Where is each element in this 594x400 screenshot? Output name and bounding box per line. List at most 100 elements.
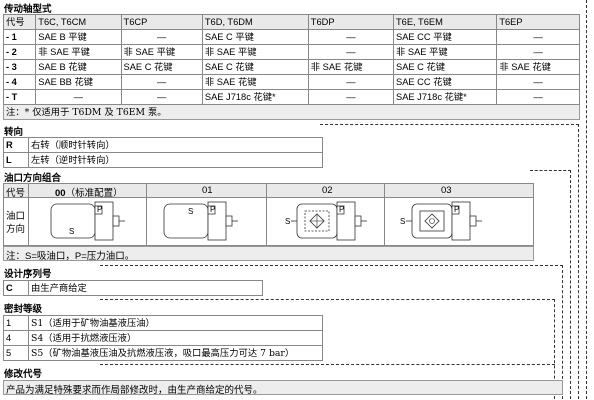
connector-line [586, 0, 587, 399]
connector-line [554, 299, 555, 399]
table-cell: - 4 [2, 74, 37, 90]
table-row: 1 S1（适用于矿物油基液压油） [3, 315, 323, 331]
divider [3, 245, 534, 246]
table-cell: L [3, 152, 29, 168]
port-s-label: S [285, 217, 290, 226]
header-cell: T6C, T6CM [35, 14, 122, 30]
port-option-02: 02 [322, 185, 333, 196]
divider [384, 183, 385, 245]
port-row-label-1: 油口 [6, 211, 26, 222]
port-s-label: S [400, 217, 405, 226]
table-cell: S1（适用于矿物油基液压油） [28, 315, 323, 331]
rotation-title: 转向 [4, 127, 24, 138]
table-cell: 非 SAE 平键 [201, 44, 309, 60]
table-cell: 非 SAE 平键 [120, 44, 203, 60]
table-row: C 由生产商给定 [3, 280, 263, 296]
port-p-label: P [210, 205, 215, 214]
header-cell: T6DP [307, 14, 395, 30]
connector-line [100, 299, 555, 300]
table-cell: 4 [3, 330, 29, 346]
table-row: - T — — SAE J718c 花键* — SAE J718c 花键* — [2, 89, 580, 105]
port-option-00: 00（标准配置） [55, 185, 123, 199]
table-cell: SAE J718c 花键* [392, 89, 498, 105]
table-cell: 非 SAE 花键 [307, 59, 395, 75]
note-text: 注：* 仅适用于 T6DM 及 T6EM 泵。 [6, 106, 167, 118]
port-row-label-2: 方向 [6, 224, 26, 235]
connector-line [578, 124, 579, 399]
table-cell: SAE C 平键 [201, 29, 309, 45]
connector-line [562, 265, 563, 399]
design-table: C 由生产商给定 [3, 280, 263, 296]
drive-shaft-table: 代号 T6C, T6CM T6CP T6D, T6DM T6DP T6E, T6… [2, 14, 580, 120]
port-code-label: 代号 [6, 188, 26, 199]
table-cell: SAE C 花键 [392, 59, 498, 75]
table-cell: - 1 [2, 29, 37, 45]
table-cell: — [496, 89, 580, 105]
divider [146, 183, 147, 245]
connector-line [320, 124, 579, 125]
connector-line [570, 170, 571, 399]
table-row: 4 S4（适用于抗燃液压液） [3, 330, 323, 346]
header-cell: T6D, T6DM [201, 14, 309, 30]
table-cell: — [496, 29, 580, 45]
table-cell: SAE B 花键 [35, 59, 122, 75]
port-s-label: S [69, 227, 74, 236]
table-cell: 非 SAE 平键 [392, 44, 498, 60]
connector-line [100, 265, 563, 266]
table-cell: - 2 [2, 44, 37, 60]
table-cell: SAE J718c 花键* [201, 89, 309, 105]
port-option-01: 01 [202, 185, 213, 196]
table-cell: — [307, 44, 395, 60]
port-diagram-03: S P [400, 201, 482, 241]
table-cell: — [120, 74, 203, 90]
port-diagram-01: P S [163, 201, 238, 241]
port-row-label: 油口 方向 [6, 210, 25, 236]
port-header-row [3, 183, 534, 198]
connector-line [100, 364, 555, 365]
table-header-row: 代号 T6C, T6CM T6CP T6D, T6DM T6DP T6E, T6… [2, 14, 580, 30]
table-cell: C [3, 280, 29, 296]
table-cell: 非 SAE 平键 [35, 44, 122, 60]
port-option-03: 03 [441, 185, 452, 196]
table-cell: 非 SAE 花键 [201, 74, 309, 90]
port-note: 注：S=吸油口，P=压力油口。 [6, 251, 135, 262]
port-diagram-00: P S [50, 201, 125, 241]
header-cell: T6EP [496, 14, 580, 30]
port-code: 00 [55, 188, 66, 199]
table-cell: 1 [3, 315, 29, 331]
seal-title: 密封等级 [4, 304, 43, 315]
modification-desc: 产品为满足特殊要求而作局部修改时，由生产商给定的代号。 [6, 385, 263, 396]
seal-table: 1 S1（适用于矿物油基液压油） 4 S4（适用于抗燃液压液） 5 S5（矿物油… [3, 315, 323, 361]
table-row: 5 S5（矿物油基液压油及抗燃液压液，吸口最高压力可达 7 bar） [3, 345, 323, 361]
port-p-label: P [454, 205, 459, 214]
table-cell: 由生产商给定 [28, 280, 263, 296]
table-cell: SAE C 花键 [120, 59, 203, 75]
modification-title: 修改代号 [4, 369, 43, 380]
table-cell: SAE C 花键 [201, 59, 309, 75]
drive-shaft-title: 传动轴型式 [4, 4, 52, 15]
port-suffix: （标准配置） [65, 188, 123, 199]
table-cell: SAE CC 花键 [392, 74, 498, 90]
table-row: - 4 SAE BB 花键 — 非 SAE 花键 — SAE CC 花键 — [2, 74, 580, 90]
port-p-label: P [97, 205, 102, 214]
header-cell: T6CP [120, 14, 203, 30]
table-cell: 右转（顺时针转向） [28, 137, 323, 153]
divider [266, 183, 267, 245]
table-cell: R [3, 137, 29, 153]
port-note-bar [3, 246, 534, 261]
table-cell: — [496, 44, 580, 60]
table-row: - 2 非 SAE 平键 非 SAE 平键 非 SAE 平键 — 非 SAE 平… [2, 44, 580, 60]
table-cell: 5 [3, 345, 29, 361]
table-cell: S4（适用于抗燃液压液） [28, 330, 323, 346]
port-title: 油口方向组合 [4, 173, 62, 184]
table-cell: SAE B 平键 [35, 29, 122, 45]
header-cell: 代号 [2, 14, 37, 30]
port-diagram-02: S P [285, 201, 367, 241]
table-row: - 3 SAE B 花键 SAE C 花键 SAE C 花键 非 SAE 花键 … [2, 59, 580, 75]
table-cell: - 3 [2, 59, 37, 75]
table-cell: 非 SAE 花键 [496, 59, 580, 75]
header-cell: T6E, T6EM [392, 14, 498, 30]
table-cell: — [307, 29, 395, 45]
table-cell: — [120, 29, 203, 45]
port-s-label: S [188, 207, 193, 216]
